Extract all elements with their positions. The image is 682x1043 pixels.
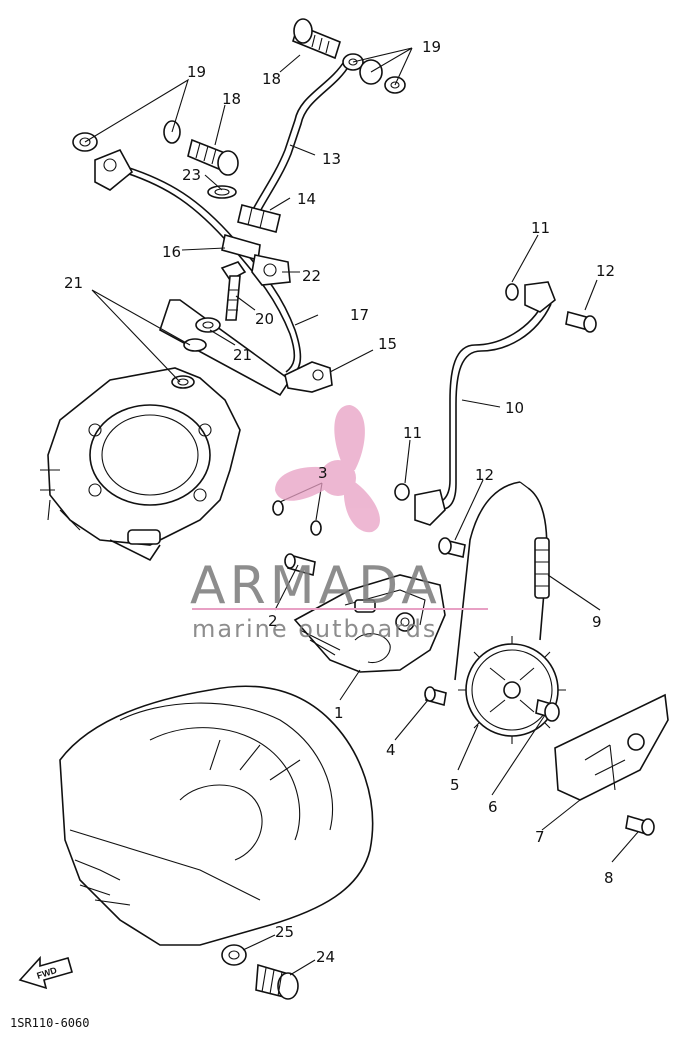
- callout-19-left: 19: [187, 63, 206, 81]
- callout-2: 2: [268, 612, 278, 630]
- gasket-19-left: [72, 120, 181, 152]
- callout-8: 8: [604, 869, 614, 887]
- bolt-8: [625, 814, 655, 836]
- callout-18-top: 18: [262, 70, 281, 88]
- callout-23: 23: [182, 166, 201, 184]
- union-bolt-18-mid: [187, 138, 239, 176]
- oil-pipe-10: [414, 281, 556, 526]
- callout-5: 5: [450, 776, 460, 794]
- gasket-19-top: [342, 53, 406, 94]
- fitting-15: [284, 361, 333, 393]
- bolt-4: [424, 686, 447, 707]
- callout-17: 17: [350, 306, 369, 324]
- callout-9: 9: [592, 613, 602, 631]
- callout-12-lower: 12: [475, 466, 494, 484]
- o-ring-11-upper: [505, 283, 519, 301]
- callout-1: 1: [334, 704, 344, 722]
- callout-21-left: 21: [64, 274, 83, 292]
- bolt-20: [220, 261, 247, 321]
- oil-pipe-13: [249, 59, 351, 220]
- gasket-23: [207, 185, 237, 199]
- fwd-arrow-icon: FWD: [18, 955, 73, 990]
- callout-14: 14: [297, 190, 316, 208]
- sprocket-5: [458, 636, 566, 744]
- washer-21-left: [171, 338, 207, 389]
- watermark-brand: ARMADA: [190, 556, 441, 616]
- leader-lines: [84, 47, 639, 976]
- callout-22: 22: [302, 267, 321, 285]
- callout-4: 4: [386, 741, 396, 759]
- drawing-code: 1SR110-6060: [10, 1016, 89, 1030]
- callout-3: 3: [318, 464, 328, 482]
- callout-15: 15: [378, 335, 397, 353]
- callout-12-upper: 12: [596, 262, 615, 280]
- nut-22: [251, 254, 291, 286]
- sprocket-cover-7: [554, 693, 669, 801]
- propeller-logo-icon: [275, 405, 380, 533]
- crankcase: [59, 685, 374, 946]
- callout-20: 20: [255, 310, 274, 328]
- callout-10: 10: [505, 399, 524, 417]
- clamp-14: [237, 204, 281, 233]
- oil-pump-assembly: [293, 574, 446, 673]
- callout-7: 7: [535, 828, 545, 846]
- armada-watermark: ARMADA marine outboards: [190, 405, 488, 643]
- drive-chain-9: [454, 481, 550, 681]
- callout-24: 24: [316, 948, 335, 966]
- dowel-pin-2: [284, 553, 316, 577]
- washer-21-mid: [195, 317, 221, 333]
- callout-6: 6: [488, 798, 498, 816]
- bolt-6: [535, 698, 560, 722]
- callout-25: 25: [275, 923, 294, 941]
- callout-11-upper: 11: [531, 219, 550, 237]
- cylinder-block: [40, 367, 241, 562]
- o-ring-3: [272, 500, 322, 536]
- callout-13: 13: [322, 150, 341, 168]
- callout-11-lower: 11: [403, 424, 422, 442]
- union-bolt-18-top: [292, 18, 341, 60]
- callout-labels: 1 2 3 4 5 6 7 8 9 10 11 11 12 12 13 14 1…: [64, 38, 615, 966]
- bolt-12-lower: [438, 537, 466, 558]
- o-ring-11-lower: [394, 483, 410, 501]
- callout-19-top: 19: [422, 38, 441, 56]
- callout-16: 16: [162, 243, 181, 261]
- bolt-12-upper: [565, 310, 597, 333]
- bolt-24: [255, 963, 299, 1000]
- callout-18-mid: 18: [222, 90, 241, 108]
- banjo-fitting-left: [94, 148, 134, 191]
- washer-25: [221, 944, 247, 966]
- callout-21-mid: 21: [233, 346, 252, 364]
- watermark-tagline: marine outboards: [192, 615, 437, 643]
